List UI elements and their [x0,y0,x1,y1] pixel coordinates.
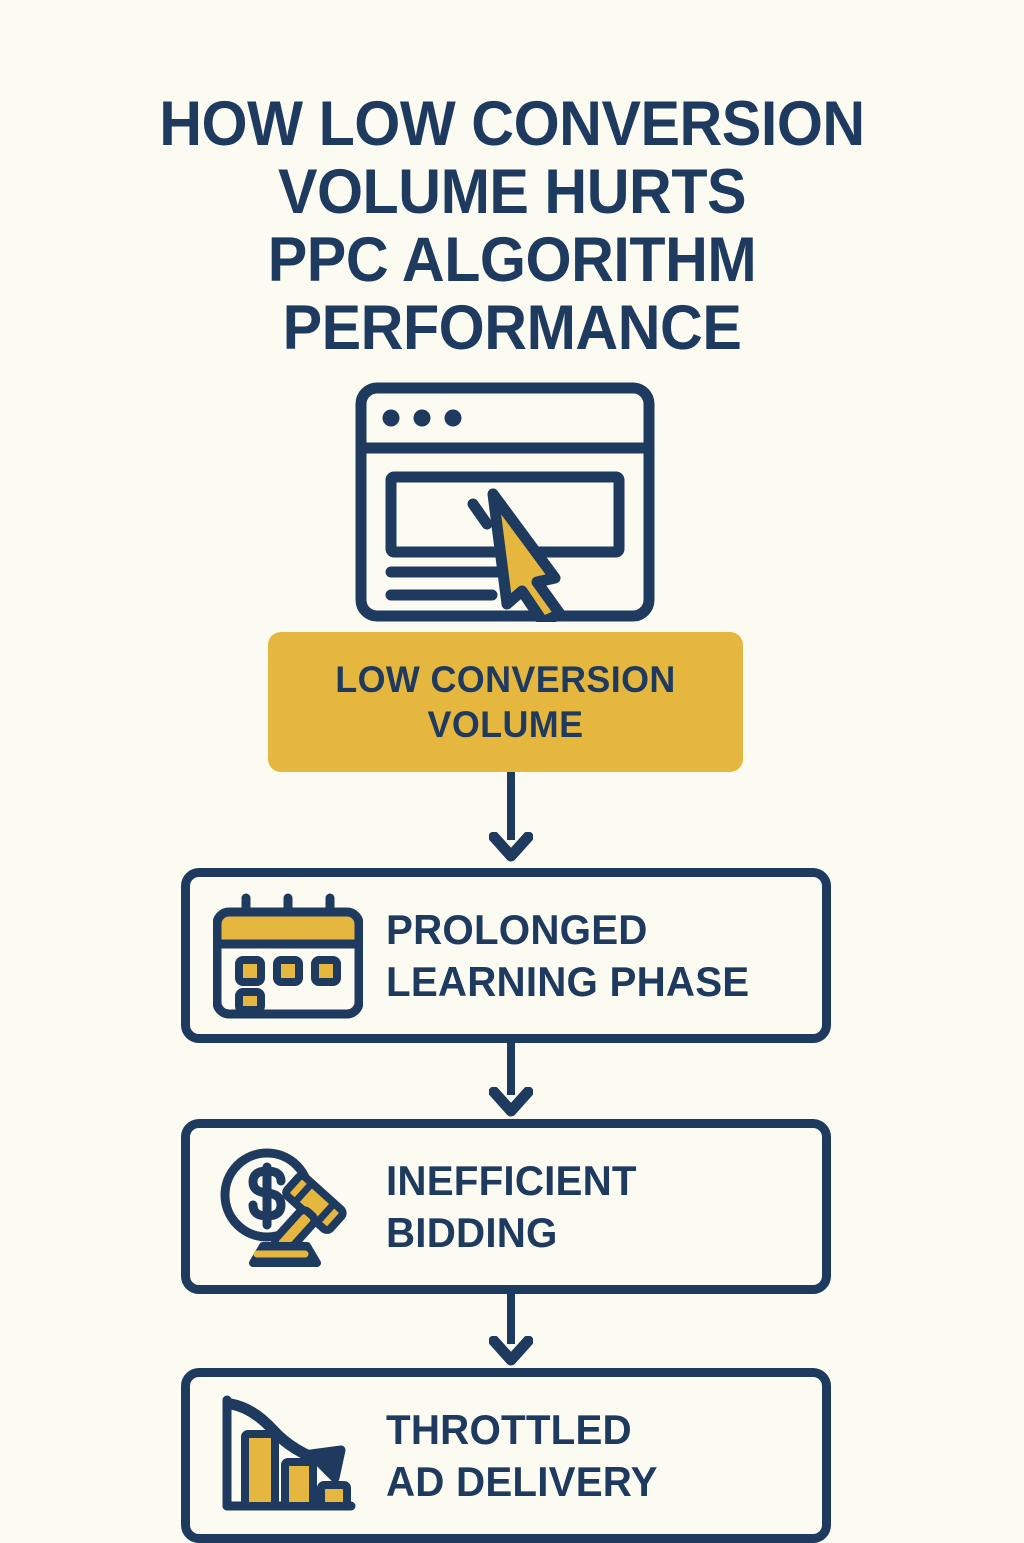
arrow-head-down-icon [489,832,533,862]
browser-window-cursor-icon [355,382,655,628]
effect-label-line-2: AD DELIVERY [386,1457,658,1505]
source-node-low-conversion-volume: LOW CONVERSION VOLUME [268,632,743,772]
page-title: HOW LOW CONVERSION VOLUME HURTS PPC ALGO… [31,90,994,362]
source-node-label-line-2: VOLUME [427,704,584,745]
arrow-effect-2-to-effect-3 [489,1292,533,1370]
arrow-head-down-icon [489,1336,533,1366]
arrow-effect-1-to-effect-2 [489,1043,533,1121]
effect-card-label: PROLONGED LEARNING PHASE [386,904,749,1008]
page-title-line-2: VOLUME HURTS [277,157,747,228]
effect-label-line-1: INEFFICIENT [386,1156,637,1204]
effect-card-label: THROTTLED AD DELIVERY [386,1404,658,1508]
arrow-head-down-icon [489,1087,533,1117]
effect-label-line-2: BIDDING [386,1208,558,1256]
arrow-shaft [507,1292,515,1344]
declining-bar-chart-icon [190,1391,386,1521]
calendar-icon [190,891,386,1021]
source-node-label: LOW CONVERSION VOLUME [335,657,675,747]
page-title-line-3: PPC ALGORITHM [267,225,757,296]
arrow-shaft [507,772,515,840]
effect-card-prolonged-learning-phase[interactable]: PROLONGED LEARNING PHASE [181,868,831,1043]
page-title-line-1: HOW LOW CONVERSION [159,89,865,160]
magnifier-dollar-gavel-icon [190,1142,386,1272]
page-title-line-4: PERFORMANCE [282,293,742,364]
effect-label-line-1: THROTTLED [386,1405,632,1453]
arrow-shaft [507,1043,515,1095]
arrow-source-to-effect-1 [489,772,533,867]
source-node-label-line-1: LOW CONVERSION [335,659,676,700]
effect-card-label: INEFFICIENT BIDDING [386,1155,637,1259]
effect-label-line-1: PROLONGED [386,905,648,953]
effect-card-throttled-ad-delivery[interactable]: THROTTLED AD DELIVERY [181,1368,831,1543]
effect-card-inefficient-bidding[interactable]: INEFFICIENT BIDDING [181,1119,831,1294]
effect-label-line-2: LEARNING PHASE [386,957,750,1005]
